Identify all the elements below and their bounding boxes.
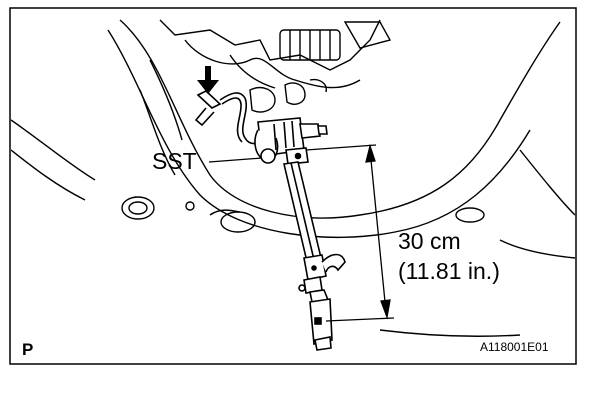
dimension-imperial-label: (11.81 in.)	[398, 258, 500, 284]
dimension-metric-label: 30 cm	[398, 228, 461, 254]
dimension-extension-bottom	[325, 317, 395, 322]
sensor-and-wire	[194, 90, 276, 145]
figure-code: A118001E01	[480, 340, 549, 354]
figure-border	[9, 7, 577, 365]
dimension-line	[369, 149, 387, 313]
sst-label: SST	[152, 148, 197, 174]
sst-leader-line	[208, 157, 263, 163]
dimension-indicator	[305, 143, 395, 322]
engine-housing-drawing	[11, 19, 575, 337]
dimension-extension-top	[305, 144, 377, 151]
sst-tool	[254, 117, 346, 351]
dimension-arrowhead-bottom	[380, 299, 391, 320]
dimension-arrowhead-top	[365, 143, 376, 163]
down-arrow-icon	[197, 66, 219, 94]
view-letter: P	[22, 340, 34, 359]
